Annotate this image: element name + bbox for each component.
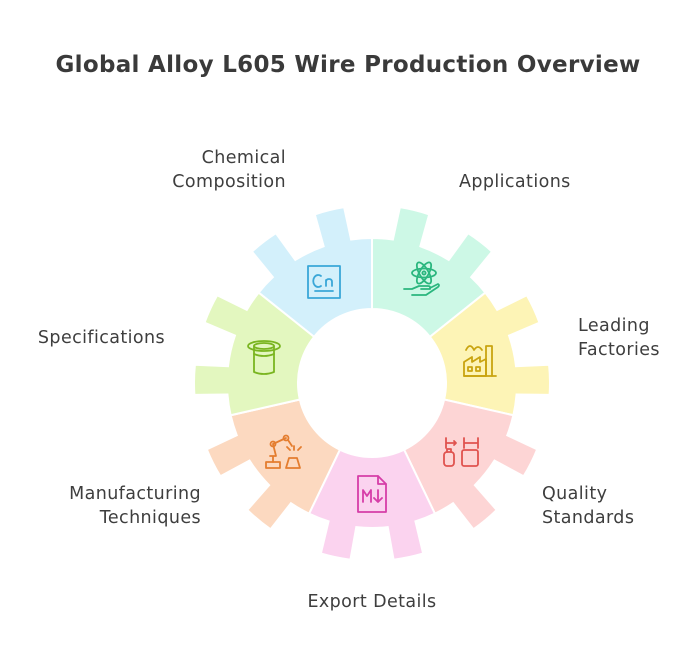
cn-icon [307,265,341,299]
gear-segment-export [307,448,437,561]
top-hat-icon [247,340,281,375]
gear-hub [299,310,445,456]
factory-icon [463,345,497,377]
robot-arm-icon [265,434,302,469]
diagram-title: Global Alloy L605 Wire Production Overvi… [55,52,641,78]
label-specifications: Specifications [37,328,165,348]
markdown-doc-icon [357,475,387,513]
gear-segment-chemical [250,206,373,339]
gear-segment-applications [371,206,494,339]
measure-icon [443,437,479,467]
label-export-details: Export Details [307,592,437,612]
gear-icons [247,261,497,513]
atom-hand-icon [403,261,440,296]
gear-segment-quality [402,398,539,531]
gear-segment-manufacturing [205,398,342,531]
label-applications: Applications [459,172,571,192]
gear-segment-factories [428,291,551,417]
gear-sectors [193,206,551,561]
